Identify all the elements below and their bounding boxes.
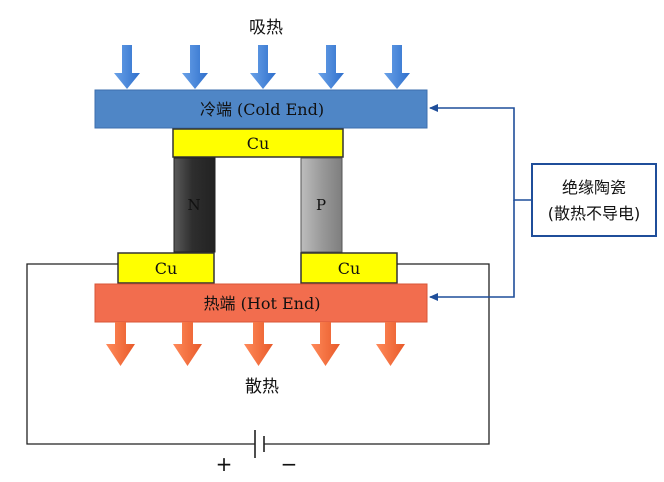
bottom-right-copper-bar — [300, 252, 398, 284]
ceramic-callout-line2: (散热不导电) — [548, 204, 641, 223]
hot-end-label: 热端 (Hot End) — [204, 294, 321, 313]
ceramic-callout-pointers — [429, 104, 532, 301]
n-type-leg — [173, 157, 216, 253]
top-copper-label: Cu — [247, 134, 270, 153]
blue-down-arrow-icon — [114, 45, 140, 89]
battery-icon — [254, 430, 265, 458]
heat-absorb-arrows — [114, 45, 410, 89]
p-type-label: P — [316, 196, 326, 214]
circuit-wire — [26, 263, 490, 445]
orange-down-arrow-icon — [311, 322, 340, 366]
ceramic-callout-box — [531, 163, 657, 237]
battery-plus-label: + — [216, 452, 233, 476]
n-type-label: N — [187, 196, 200, 214]
blue-down-arrow-icon — [318, 45, 344, 89]
orange-down-arrow-icon — [376, 322, 405, 366]
heat-dissipate-label: 散热 — [245, 377, 279, 397]
top-copper-bar — [172, 128, 344, 158]
ceramic-callout-line1: 绝缘陶瓷 — [562, 178, 626, 197]
battery-minus-label: − — [281, 452, 298, 476]
bottom-left-copper-label: Cu — [155, 259, 178, 278]
orange-down-arrow-icon — [106, 322, 135, 366]
bottom-left-copper-bar — [117, 252, 215, 284]
orange-down-arrow-icon — [244, 322, 273, 366]
blue-down-arrow-icon — [384, 45, 410, 89]
bottom-right-copper-label: Cu — [338, 259, 361, 278]
blue-down-arrow-icon — [182, 45, 208, 89]
cold-end-plate — [94, 89, 428, 129]
p-type-leg — [300, 157, 343, 253]
blue-down-arrow-icon — [250, 45, 276, 89]
heat-absorb-label: 吸热 — [249, 18, 283, 38]
cold-end-label: 冷端 (Cold End) — [200, 100, 324, 119]
heat-dissipate-arrows — [106, 322, 405, 366]
orange-down-arrow-icon — [173, 322, 202, 366]
